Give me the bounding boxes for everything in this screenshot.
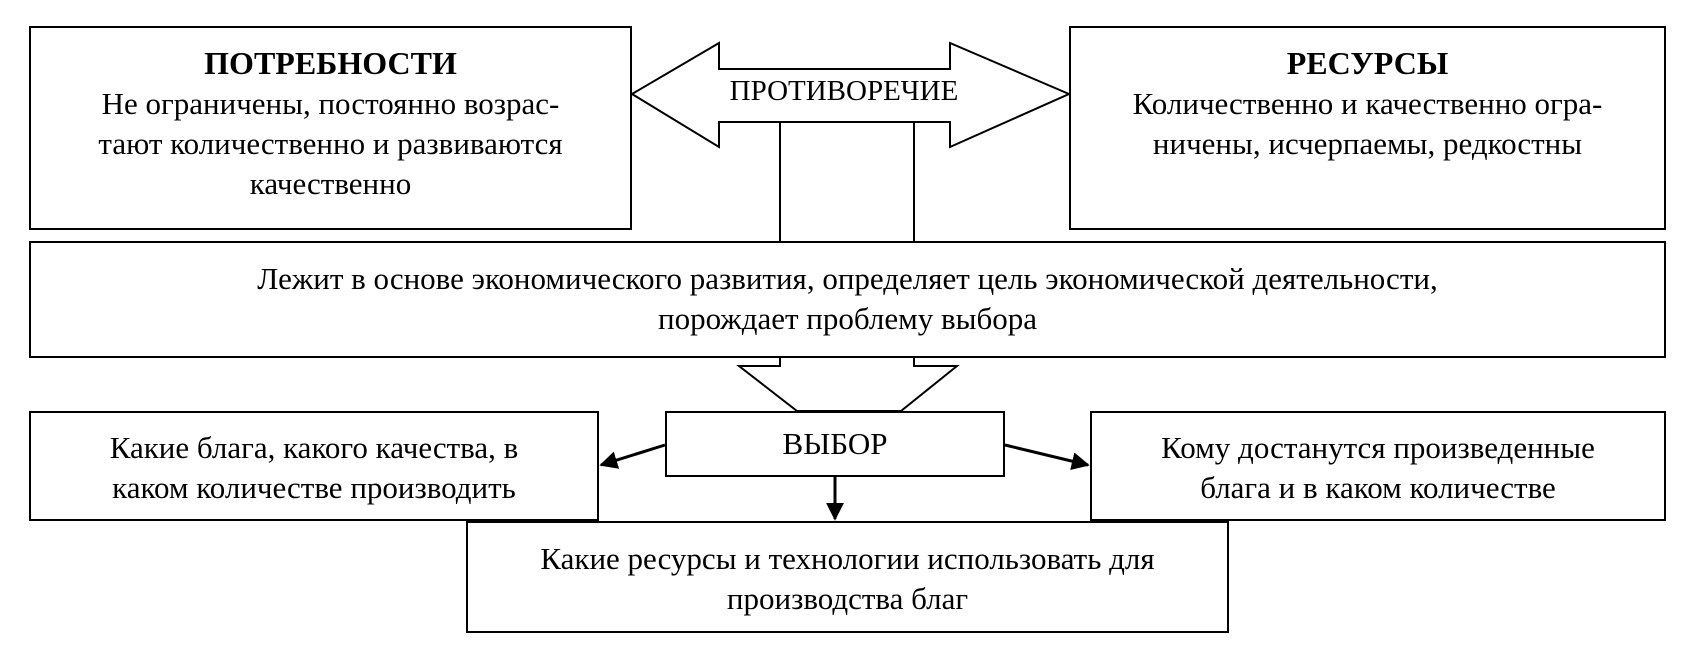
for-whom-box: Кому достанутся произведенные блага и в … xyxy=(1090,411,1666,521)
how-text-line: производства благ xyxy=(726,581,969,616)
basis-box: Лежит в основе экономического развития, … xyxy=(29,241,1666,358)
choice-box: ВЫБОР xyxy=(665,411,1005,477)
arrow-to-whom xyxy=(1004,443,1090,470)
how-text-line: Какие ресурсы и технологии использовать … xyxy=(540,541,1155,576)
how-to-produce-box: Какие ресурсы и технологии использовать … xyxy=(466,521,1229,633)
contradiction-label: ПРОТИВОРЕЧИЕ xyxy=(729,75,959,107)
what-text-line: Какие блага, какого качества, в xyxy=(109,430,519,465)
what-to-produce-box: Какие блага, какого качества, в каком ко… xyxy=(29,411,599,521)
basis-text-line: Лежит в основе экономического развития, … xyxy=(257,261,1438,296)
resources-box: РЕСУРСЫ Количественно и качественно огра… xyxy=(1069,26,1666,230)
needs-text-line: Не ограничены, постоянно возрас- xyxy=(101,86,560,121)
arrow-to-what xyxy=(599,443,666,469)
needs-title: ПОТРЕБНОСТИ xyxy=(204,45,457,81)
needs-text-line: тают количественно и развиваются xyxy=(98,126,563,161)
needs-text-line: качественно xyxy=(249,166,412,201)
resources-title: РЕСУРСЫ xyxy=(1286,45,1449,81)
what-text-line: каком количестве производить xyxy=(112,470,516,505)
basis-text-line: порождает проблему выбора xyxy=(657,301,1037,336)
needs-box: ПОТРЕБНОСТИ Не ограничены, постоянно воз… xyxy=(29,26,632,230)
down-hollow-arrow xyxy=(736,358,960,412)
resources-text-line: ничены, исчерпаемы, редкостны xyxy=(1152,126,1583,161)
whom-text-line: блага и в каком количестве xyxy=(1200,470,1556,505)
resources-text-line: Количественно и качественно огра- xyxy=(1132,86,1603,121)
whom-text-line: Кому достанутся произведенные xyxy=(1161,430,1595,465)
choice-label: ВЫБОР xyxy=(782,426,888,461)
